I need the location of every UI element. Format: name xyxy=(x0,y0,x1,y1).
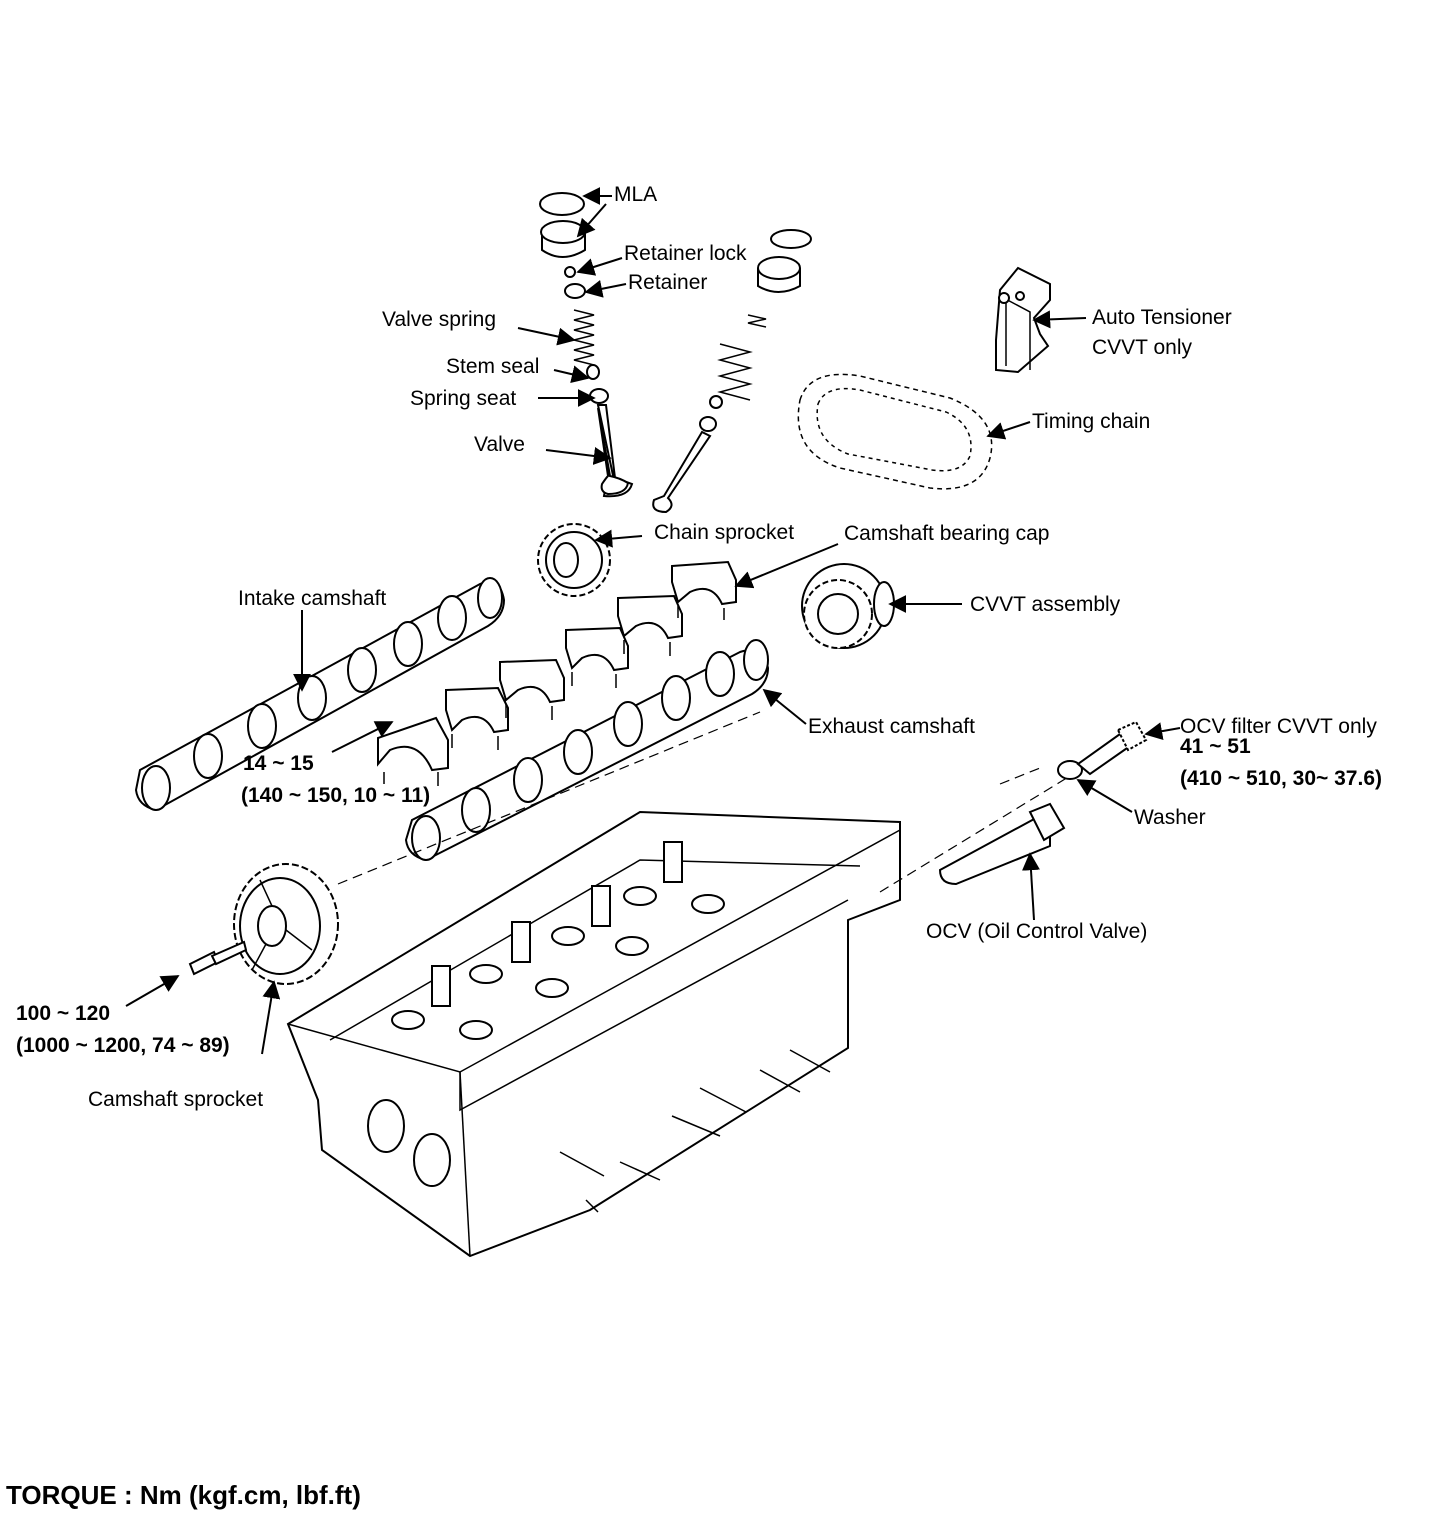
auto-tensioner-part xyxy=(995,266,1051,374)
torque-ocv-filter-alt: (410 ~ 510, 30~ 37.6) xyxy=(1180,767,1382,790)
label-exhaust-camshaft: Exhaust camshaft xyxy=(808,715,975,738)
head-ports xyxy=(391,886,725,1040)
label-washer: Washer xyxy=(1134,806,1206,829)
torque-bearing-cap-alt: (140 ~ 150, 10 ~ 11) xyxy=(241,784,431,807)
torque-sprocket-bolt: 100 ~ 120 xyxy=(16,1002,111,1025)
spring-seat-right xyxy=(699,416,717,432)
torque-sprocket-bolt-alt: (1000 ~ 1200, 74 ~ 89) xyxy=(16,1034,230,1057)
bearing-cap-4 xyxy=(565,626,629,688)
retainer-part xyxy=(564,283,586,299)
mla-bucket xyxy=(540,220,586,258)
label-spring-seat: Spring seat xyxy=(410,387,517,410)
ocv-filter-part xyxy=(1076,720,1148,776)
bearing-cap-6 xyxy=(671,560,737,620)
valve-spring-part xyxy=(573,309,595,366)
exhaust-camshaft-part xyxy=(404,639,770,862)
bearing-cap-3 xyxy=(499,658,565,720)
valve-train-right xyxy=(652,229,812,514)
label-retainer-lock: Retainer lock xyxy=(624,242,747,265)
head-side-holes xyxy=(367,1099,451,1187)
mla-bucket-right xyxy=(757,256,801,293)
retainer-lock-part xyxy=(564,266,576,278)
leader-arrows xyxy=(125,187,1181,1055)
ocv-part xyxy=(938,802,1066,886)
label-retainer: Retainer xyxy=(628,271,708,294)
cylinder-head-part xyxy=(286,810,901,1258)
torque-ocv-filter: 41 ~ 51 xyxy=(1180,735,1251,758)
torque-units-note: TORQUE : Nm (kgf.cm, lbf.ft) xyxy=(6,1480,361,1510)
bearing-cap-5 xyxy=(617,594,683,656)
chain-sprocket-part xyxy=(537,523,611,597)
valve-part xyxy=(596,404,634,498)
washer-part xyxy=(1057,760,1083,780)
bearing-caps xyxy=(377,560,737,786)
head-studs xyxy=(559,1049,831,1213)
mla-shim xyxy=(539,192,585,216)
stem-seal-part xyxy=(586,364,600,380)
head-bosses xyxy=(431,841,683,1007)
mla-shim-right xyxy=(770,229,812,249)
label-intake-camshaft: Intake camshaft xyxy=(238,587,387,610)
label-camshaft-sprocket: Camshaft sprocket xyxy=(88,1088,264,1111)
label-camshaft-bearing-cap: Camshaft bearing cap xyxy=(844,522,1050,545)
camshaft-sprocket-part xyxy=(233,863,339,985)
timing-chain-part xyxy=(797,373,993,490)
camshaft-sprocket-bolt xyxy=(188,940,248,976)
alignment-lines xyxy=(337,711,1071,893)
label-cvvt-assembly: CVVT assembly xyxy=(970,593,1121,616)
spring-seat-part xyxy=(589,388,609,404)
valve-spring-right xyxy=(717,343,753,401)
label-valve: Valve xyxy=(474,433,525,456)
cvvt-assembly-part xyxy=(801,563,895,649)
label-auto-tensioner-note: CVVT only xyxy=(1092,336,1192,359)
bearing-cap-2 xyxy=(445,686,509,750)
label-chain-sprocket: Chain sprocket xyxy=(654,521,795,544)
label-auto-tensioner: Auto Tensioner xyxy=(1092,306,1232,329)
label-stem-seal: Stem seal xyxy=(446,355,540,378)
label-timing-chain: Timing chain xyxy=(1032,410,1151,433)
bearing-cap-1 xyxy=(377,716,449,786)
torque-bearing-cap: 14 ~ 15 xyxy=(243,752,314,775)
label-valve-spring: Valve spring xyxy=(382,308,497,331)
intake-camshaft-part xyxy=(134,577,506,812)
label-ocv: OCV (Oil Control Valve) xyxy=(926,920,1148,943)
retainer-right xyxy=(747,314,767,328)
stem-seal-right xyxy=(709,395,723,409)
valve-right xyxy=(652,430,712,514)
label-mla: MLA xyxy=(614,183,658,206)
label-ocv-filter: OCV filter CVVT only xyxy=(1180,715,1377,738)
